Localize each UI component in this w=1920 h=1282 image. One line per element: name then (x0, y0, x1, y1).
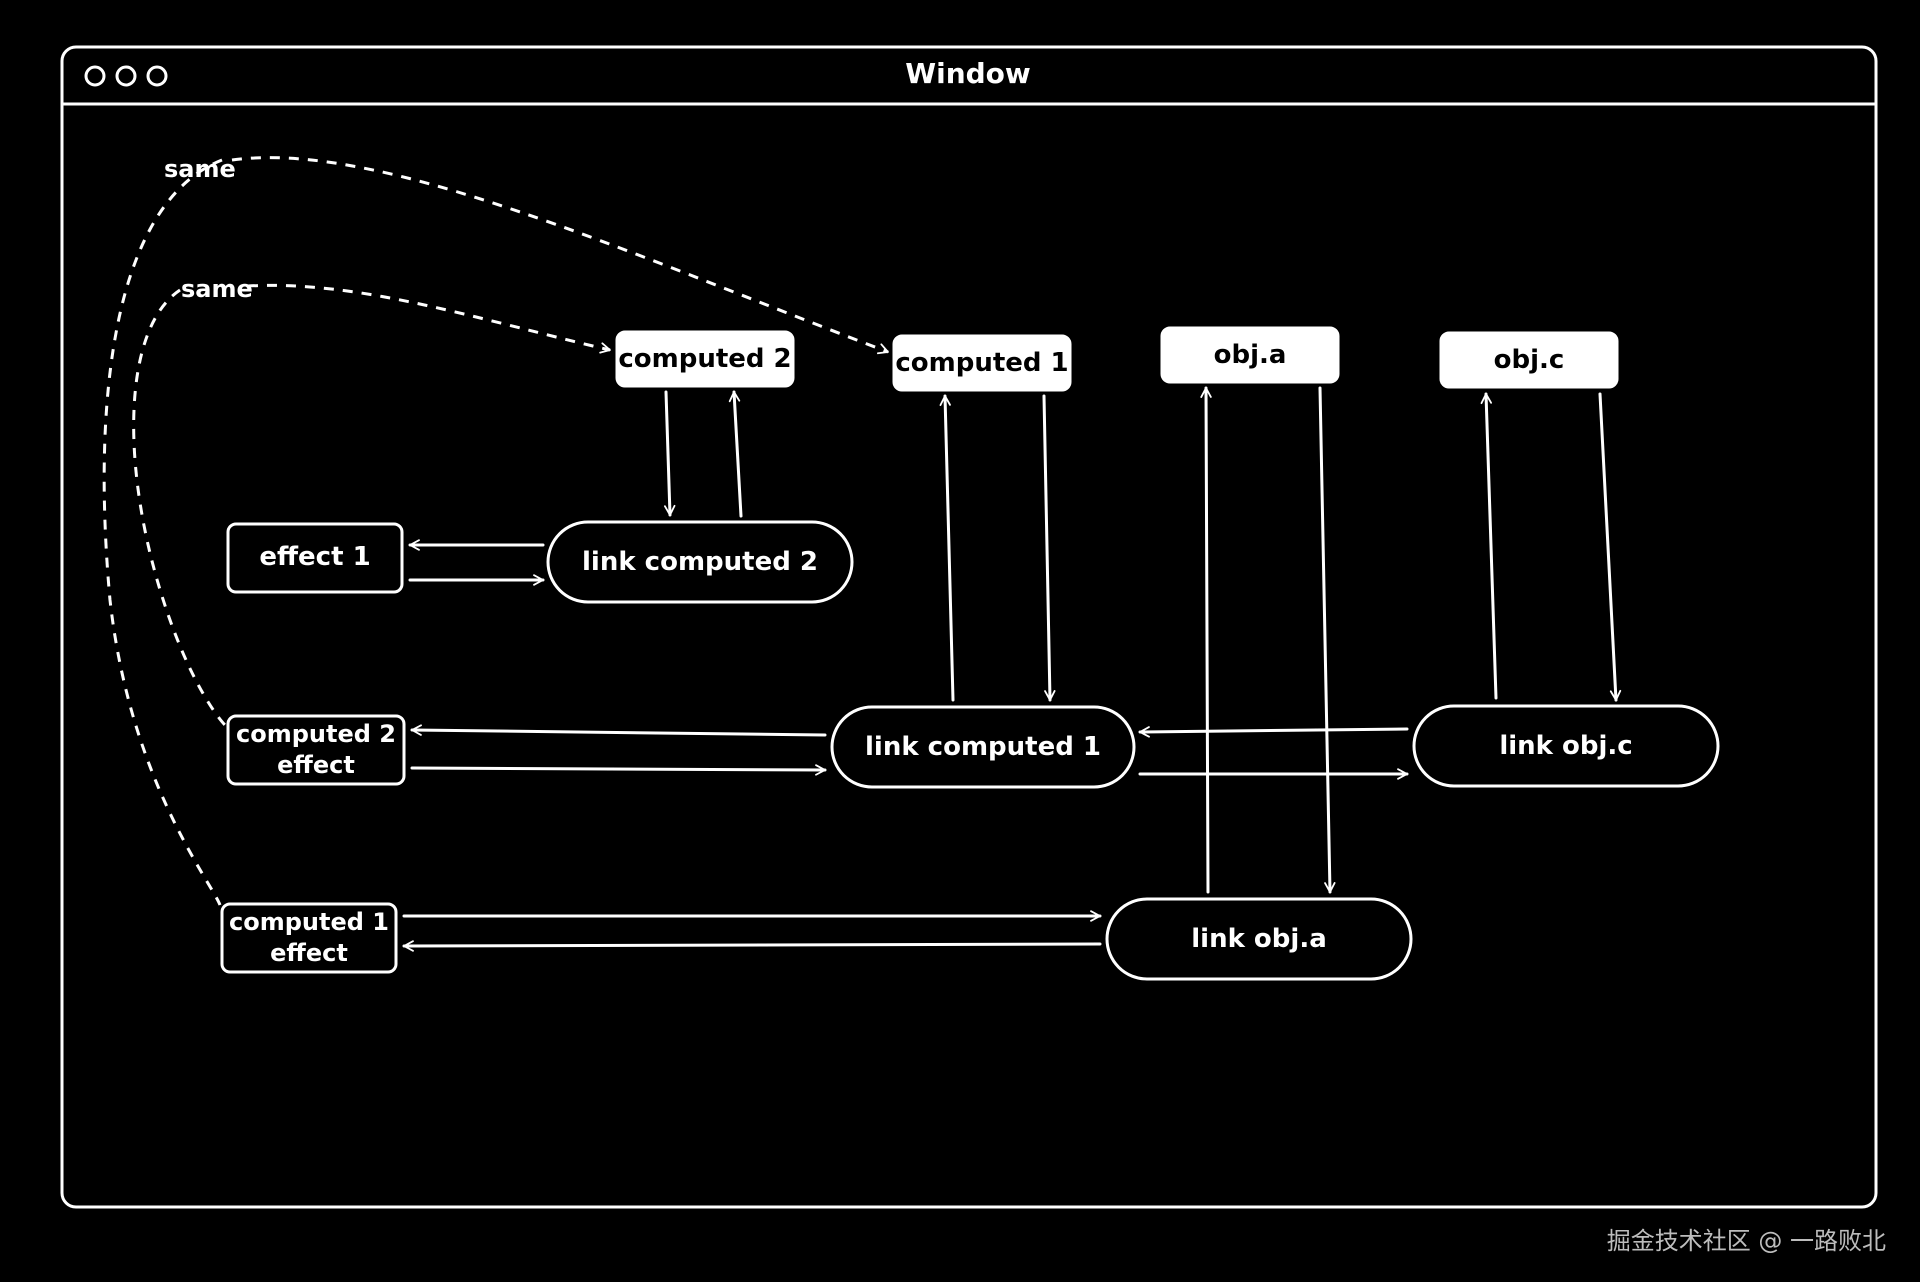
same-curve-outer (102, 158, 223, 906)
same-curve-inner (132, 288, 227, 727)
arrow-objc-to-linkc (1598, 392, 1622, 702)
same-curve-outer-head (231, 156, 889, 355)
same-label-top: same (164, 155, 236, 183)
arrow-linkc-to-link1 (1138, 726, 1409, 738)
close-dot-icon[interactable] (84, 65, 106, 87)
same-annotations: same same (102, 155, 889, 906)
svg-text:computed 1: computed 1 (229, 908, 389, 936)
svg-text:computed 1: computed 1 (895, 348, 1068, 378)
node-link-computed1: link computed 1 (830, 705, 1136, 789)
svg-text:obj.a: obj.a (1214, 340, 1287, 370)
node-link-computed2: link computed 2 (546, 520, 854, 604)
arrow-linkc-to-objc (1480, 392, 1498, 700)
maximize-dot-icon[interactable] (146, 65, 168, 87)
svg-text:effect: effect (277, 751, 355, 779)
node-effect1: effect 1 (226, 522, 404, 594)
svg-text:effect: effect (270, 939, 348, 967)
svg-text:link obj.a: link obj.a (1191, 924, 1326, 954)
arrow-linka-to-obja (1200, 386, 1212, 894)
window-frame (60, 45, 1878, 1209)
svg-text:obj.c: obj.c (1494, 345, 1565, 375)
node-computed2-top: computed 2 (615, 330, 795, 388)
node-link-obj-c: link obj.c (1412, 704, 1720, 788)
arrow-link-to-computed2 (728, 390, 743, 518)
arrow-linka-to-c1effect (402, 940, 1102, 952)
svg-text:computed 2: computed 2 (236, 720, 396, 748)
svg-text:link obj.c: link obj.c (1499, 731, 1632, 761)
window-controls[interactable] (84, 65, 168, 87)
node-computed2-effect: computed 2 effect (226, 714, 406, 786)
arrows (402, 386, 1622, 952)
node-computed1-top: computed 1 (892, 334, 1072, 392)
arrow-c2effect-to-link1 (410, 764, 827, 776)
same-curve-inner-head (247, 283, 611, 354)
svg-text:link computed 1: link computed 1 (865, 732, 1101, 762)
arrow-obja-to-linka (1318, 386, 1336, 894)
window-title: Window (905, 57, 1031, 90)
svg-text:computed 2: computed 2 (618, 344, 791, 374)
watermark-text: 掘金技术社区 @ 一路败北 (1606, 1227, 1886, 1255)
arrow-link1-to-c2effect (410, 724, 827, 737)
node-obj-c: obj.c (1439, 331, 1619, 389)
node-link-obj-a: link obj.a (1105, 897, 1413, 981)
node-obj-a: obj.a (1160, 326, 1340, 384)
minimize-dot-icon[interactable] (115, 65, 137, 87)
arrow-computed1-to-link1 (1042, 394, 1056, 702)
arrow-link1-to-computed1 (939, 394, 955, 702)
same-label-bottom: same (181, 275, 253, 303)
node-computed1-effect: computed 1 effect (220, 902, 398, 974)
svg-text:effect 1: effect 1 (259, 542, 370, 572)
svg-text:link computed 2: link computed 2 (582, 547, 818, 577)
arrow-computed2-to-link (664, 390, 676, 517)
